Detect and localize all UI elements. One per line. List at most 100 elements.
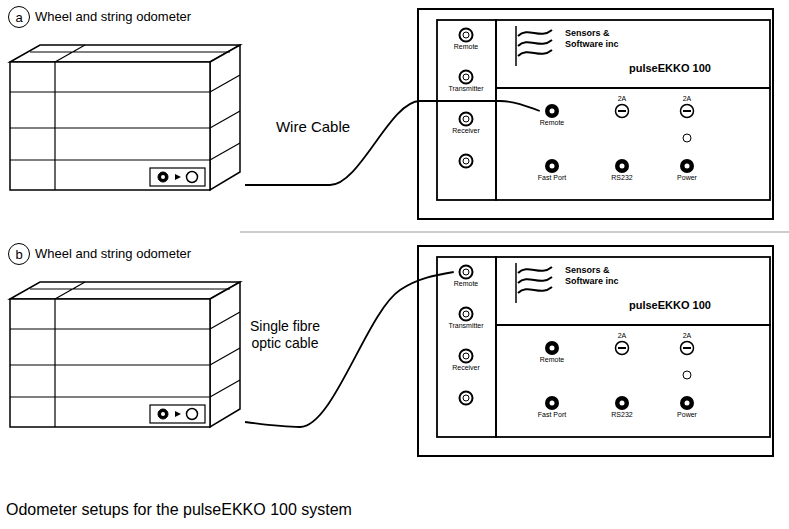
fuse-cap	[616, 105, 629, 118]
port-ring	[459, 71, 472, 84]
port-label: 2A	[618, 332, 627, 340]
cable	[245, 272, 454, 427]
port-label: Fast Port	[538, 411, 566, 419]
port-symbol	[679, 103, 695, 119]
port-core	[463, 32, 469, 38]
port-label: 2A	[683, 332, 692, 340]
jack-body	[615, 159, 629, 173]
fuse-cap	[616, 342, 629, 355]
fuse-holder: 2A	[614, 95, 630, 119]
panel-heading: Wheel and string odometer	[35, 246, 191, 261]
port-label: Transmitter	[448, 322, 483, 330]
panel-jack: RS232	[611, 395, 632, 419]
maker-logo: Sensors & Software inc	[565, 28, 639, 50]
fuse-slot	[683, 110, 691, 112]
port-symbol	[544, 103, 560, 119]
panel-jack: Remote	[540, 340, 565, 364]
cable	[245, 101, 540, 185]
jack-core	[685, 164, 690, 169]
console-b	[437, 257, 770, 437]
jack-core	[550, 401, 555, 406]
jack-core	[685, 401, 690, 406]
jack-body	[680, 159, 694, 173]
port-core	[463, 311, 469, 317]
optic-port: Transmitter	[448, 306, 483, 330]
jack-core	[620, 164, 625, 169]
panel-jack: Power	[677, 158, 697, 182]
panel-jack: Power	[677, 395, 697, 419]
port-label: Remote	[540, 356, 565, 364]
odometer-b	[10, 282, 240, 427]
port-symbol	[544, 340, 560, 356]
port-core	[463, 116, 469, 122]
port-symbol	[458, 306, 474, 322]
port-symbol	[458, 27, 474, 43]
port-symbol	[458, 264, 474, 280]
port-label: RS232	[611, 174, 632, 182]
port-symbol	[458, 111, 474, 127]
optic-port: Transmitter	[448, 69, 483, 93]
port-core	[463, 353, 469, 359]
odometer: Wheel and string odometer	[5, 277, 245, 432]
port-symbol	[544, 395, 560, 411]
jack-core	[550, 164, 555, 169]
pulseekko-console: Sensors & Software incpulseEKKO 100Remot…	[417, 245, 774, 457]
optic-port: Remote	[454, 264, 479, 288]
port-label: Receiver	[452, 127, 480, 135]
fuse-cap	[681, 342, 694, 355]
port-symbol	[614, 395, 630, 411]
port-symbol	[679, 340, 695, 356]
jack-core	[549, 109, 554, 114]
port-label: 2A	[618, 95, 627, 103]
odometer: Wheel and string odometer	[5, 40, 245, 195]
port-core	[463, 74, 469, 80]
port-ring	[460, 113, 473, 126]
port-ring	[459, 308, 472, 321]
jack-body	[615, 396, 629, 410]
pulseekko-console: Sensors & Software incpulseEKKO 100Remot…	[417, 8, 774, 220]
jack-core	[549, 346, 554, 351]
optic-port: Remote	[454, 27, 479, 51]
jack-body	[545, 104, 559, 118]
optic-port: Receiver	[452, 111, 480, 135]
port-ring	[460, 350, 473, 363]
optic-port: Receiver	[452, 348, 480, 372]
fuse-holder: 2A	[679, 95, 695, 119]
port-label: Fast Port	[538, 174, 566, 182]
fuse-slot	[618, 347, 626, 349]
port-symbol	[544, 158, 560, 174]
port-label: Remote	[454, 43, 479, 51]
fuse-holder: 2A	[679, 332, 695, 356]
port-symbol	[614, 340, 630, 356]
fuse-cap	[681, 105, 694, 118]
port-core	[463, 269, 469, 275]
jack-core	[620, 401, 625, 406]
panel-jack: Fast Port	[538, 158, 566, 182]
port-label: Power	[677, 411, 697, 419]
maker-logo: Sensors & Software inc	[565, 265, 639, 287]
jack-body	[545, 341, 559, 355]
odometer-a	[10, 45, 240, 190]
fuse-slot	[683, 347, 691, 349]
port-label: Remote	[540, 119, 565, 127]
port-symbol	[458, 69, 474, 85]
console-a	[437, 20, 770, 200]
panel-letter: a	[15, 11, 22, 24]
figure-caption: Odometer setups for the pulseEKKO 100 sy…	[6, 501, 352, 519]
port-ring	[459, 29, 472, 42]
panel-letter: a	[8, 6, 30, 28]
port-symbol	[614, 158, 630, 174]
port-symbol	[458, 348, 474, 364]
separator	[240, 232, 789, 233]
panel-jack: Remote	[540, 103, 565, 127]
cable-label: Wire Cable	[268, 118, 358, 135]
model-name: pulseEKKO 100	[629, 299, 711, 311]
panel-letter: b	[8, 243, 30, 265]
jack-body	[680, 396, 694, 410]
port-label: Remote	[454, 280, 479, 288]
jack-body	[545, 396, 559, 410]
port-label: Power	[677, 174, 697, 182]
fuse-slot	[618, 110, 626, 112]
